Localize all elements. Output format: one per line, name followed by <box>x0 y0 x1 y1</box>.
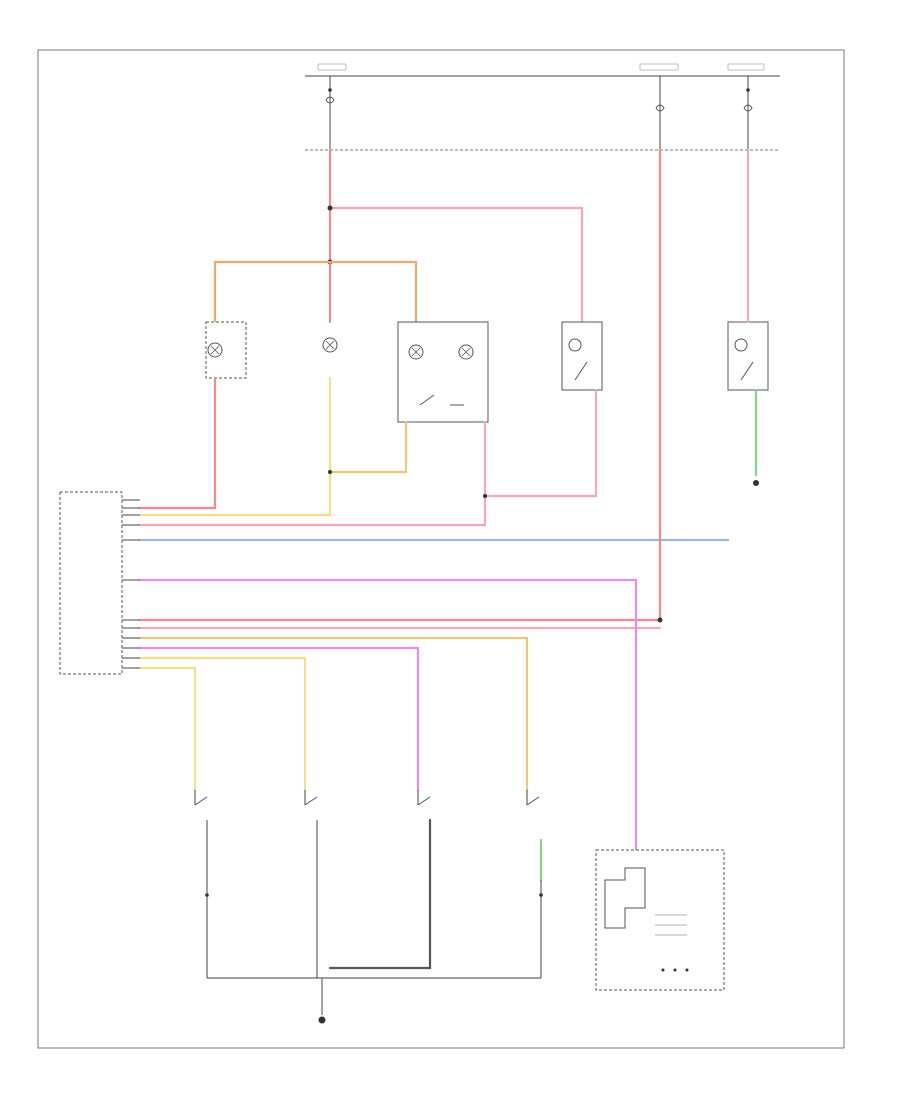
ground-icon <box>753 480 759 486</box>
ground-icon <box>318 1016 326 1024</box>
wire-pink-door <box>483 388 598 498</box>
lamp-module <box>397 321 489 423</box>
switch-icon <box>304 790 318 978</box>
lamp-module-lower <box>595 849 725 991</box>
diagram-frame <box>37 49 845 1049</box>
wire-pink-module <box>138 420 487 527</box>
fuse-icon <box>325 76 335 150</box>
splice-icon <box>327 205 333 211</box>
wire-tan <box>138 636 529 792</box>
lamp-center <box>322 337 338 353</box>
lamp-left <box>205 321 247 379</box>
connector-icon <box>59 491 140 675</box>
splice-icon <box>539 893 543 897</box>
wire-pink-branch <box>328 206 584 324</box>
switch-icon <box>194 790 208 978</box>
switch-door <box>561 321 603 391</box>
wire-red-from-left <box>138 376 217 510</box>
switch-icon <box>526 790 543 978</box>
power-bus <box>305 63 780 151</box>
splice-icon <box>328 470 332 474</box>
wire-yellow-from-center <box>138 376 332 517</box>
splice-icon <box>483 494 487 498</box>
splice-icon <box>657 617 663 623</box>
wire-yellow-2 <box>138 656 307 792</box>
wire-magenta <box>138 578 638 852</box>
fuse-icon <box>743 76 753 150</box>
switch-icon <box>328 790 432 970</box>
wire-yellow-3 <box>138 666 197 792</box>
fuse-icon <box>655 76 665 150</box>
wire-yellow-module <box>328 420 408 474</box>
switch-cargo <box>727 321 769 391</box>
wire-magenta-2 <box>138 646 420 792</box>
splice-icon <box>205 893 209 897</box>
